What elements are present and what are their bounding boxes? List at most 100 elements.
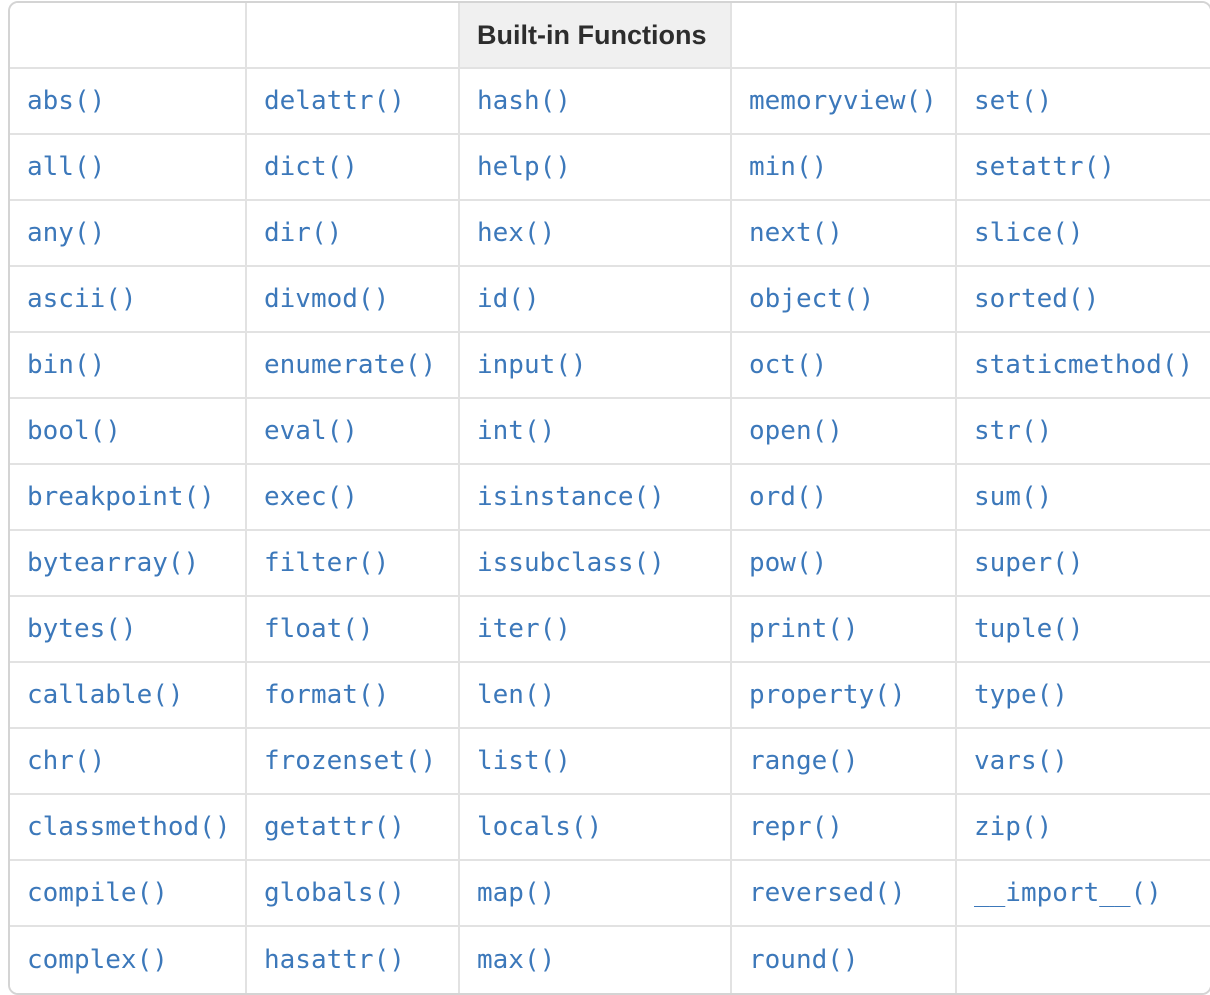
function-link-bin[interactable]: bin() xyxy=(27,350,106,380)
function-link-open[interactable]: open() xyxy=(749,416,843,446)
function-link-min[interactable]: min() xyxy=(749,152,828,182)
function-link-str[interactable]: str() xyxy=(974,416,1053,446)
function-cell: breakpoint() xyxy=(10,465,247,531)
function-cell: eval() xyxy=(247,399,460,465)
function-link-next[interactable]: next() xyxy=(749,218,843,248)
function-link-staticmethod[interactable]: staticmethod() xyxy=(974,350,1194,380)
function-link-sum[interactable]: sum() xyxy=(974,482,1053,512)
function-link-hasattr[interactable]: hasattr() xyxy=(264,945,405,975)
function-link-memoryview[interactable]: memoryview() xyxy=(749,86,937,116)
function-cell: dict() xyxy=(247,135,460,201)
function-link-property[interactable]: property() xyxy=(749,680,906,710)
function-link-bool[interactable]: bool() xyxy=(27,416,121,446)
table-title: Built-in Functions xyxy=(460,3,732,69)
function-link-round[interactable]: round() xyxy=(749,945,859,975)
function-cell xyxy=(957,927,1210,993)
function-link-ascii[interactable]: ascii() xyxy=(27,284,137,314)
function-cell: int() xyxy=(460,399,732,465)
function-link-super[interactable]: super() xyxy=(974,548,1084,578)
function-cell: memoryview() xyxy=(732,69,957,135)
function-link-bytes[interactable]: bytes() xyxy=(27,614,137,644)
function-link-delattr[interactable]: delattr() xyxy=(264,86,405,116)
function-link-slice[interactable]: slice() xyxy=(974,218,1084,248)
function-cell: enumerate() xyxy=(247,333,460,399)
function-link-frozenset[interactable]: frozenset() xyxy=(264,746,437,776)
function-link-setattr[interactable]: setattr() xyxy=(974,152,1115,182)
function-cell: round() xyxy=(732,927,957,993)
function-cell: frozenset() xyxy=(247,729,460,795)
function-link-callable[interactable]: callable() xyxy=(27,680,184,710)
function-link-pow[interactable]: pow() xyxy=(749,548,828,578)
function-cell: str() xyxy=(957,399,1210,465)
function-link-help[interactable]: help() xyxy=(477,152,571,182)
function-link-issubclass[interactable]: issubclass() xyxy=(477,548,665,578)
function-cell: next() xyxy=(732,201,957,267)
function-cell: isinstance() xyxy=(460,465,732,531)
function-link-enumerate[interactable]: enumerate() xyxy=(264,350,437,380)
function-link-hex[interactable]: hex() xyxy=(477,218,556,248)
function-link-zip[interactable]: zip() xyxy=(974,812,1053,842)
function-link-exec[interactable]: exec() xyxy=(264,482,358,512)
table-row: any() dir() hex() next() slice() xyxy=(10,201,1210,267)
function-cell: help() xyxy=(460,135,732,201)
table-row: bin() enumerate() input() oct() staticme… xyxy=(10,333,1210,399)
function-link-format[interactable]: format() xyxy=(264,680,390,710)
function-link-int[interactable]: int() xyxy=(477,416,556,446)
function-link-sorted[interactable]: sorted() xyxy=(974,284,1100,314)
function-link-oct[interactable]: oct() xyxy=(749,350,828,380)
function-link-ord[interactable]: ord() xyxy=(749,482,828,512)
function-link-id[interactable]: id() xyxy=(477,284,540,314)
function-link-breakpoint[interactable]: breakpoint() xyxy=(27,482,215,512)
function-link-bytearray[interactable]: bytearray() xyxy=(27,548,200,578)
function-link-locals[interactable]: locals() xyxy=(477,812,603,842)
function-link-filter[interactable]: filter() xyxy=(264,548,390,578)
function-link-any[interactable]: any() xyxy=(27,218,106,248)
function-cell: min() xyxy=(732,135,957,201)
function-cell: sum() xyxy=(957,465,1210,531)
function-cell: divmod() xyxy=(247,267,460,333)
function-cell: all() xyxy=(10,135,247,201)
function-link-dict[interactable]: dict() xyxy=(264,152,358,182)
function-cell: pow() xyxy=(732,531,957,597)
function-link-len[interactable]: len() xyxy=(477,680,556,710)
function-cell: hash() xyxy=(460,69,732,135)
function-link-object[interactable]: object() xyxy=(749,284,875,314)
function-cell: reversed() xyxy=(732,861,957,927)
function-link-reversed[interactable]: reversed() xyxy=(749,878,906,908)
function-cell: callable() xyxy=(10,663,247,729)
function-link-max[interactable]: max() xyxy=(477,945,556,975)
function-link-hash[interactable]: hash() xyxy=(477,86,571,116)
function-link-getattr[interactable]: getattr() xyxy=(264,812,405,842)
function-link-tuple[interactable]: tuple() xyxy=(974,614,1084,644)
function-link-divmod[interactable]: divmod() xyxy=(264,284,390,314)
function-cell: sorted() xyxy=(957,267,1210,333)
function-cell: setattr() xyxy=(957,135,1210,201)
function-link-print[interactable]: print() xyxy=(749,614,859,644)
function-cell: locals() xyxy=(460,795,732,861)
function-cell: any() xyxy=(10,201,247,267)
function-link-all[interactable]: all() xyxy=(27,152,106,182)
function-link-iter[interactable]: iter() xyxy=(477,614,571,644)
function-link-isinstance[interactable]: isinstance() xyxy=(477,482,665,512)
function-link-type[interactable]: type() xyxy=(974,680,1068,710)
function-link-dir[interactable]: dir() xyxy=(264,218,343,248)
function-link-range[interactable]: range() xyxy=(749,746,859,776)
function-link-repr[interactable]: repr() xyxy=(749,812,843,842)
function-link-map[interactable]: map() xyxy=(477,878,556,908)
function-link-__import__[interactable]: __import__() xyxy=(974,878,1162,908)
function-link-complex[interactable]: complex() xyxy=(27,945,168,975)
function-link-compile[interactable]: compile() xyxy=(27,878,168,908)
function-link-chr[interactable]: chr() xyxy=(27,746,106,776)
function-link-eval[interactable]: eval() xyxy=(264,416,358,446)
function-link-globals[interactable]: globals() xyxy=(264,878,405,908)
function-link-abs[interactable]: abs() xyxy=(27,86,106,116)
function-link-float[interactable]: float() xyxy=(264,614,374,644)
function-cell: super() xyxy=(957,531,1210,597)
function-link-vars[interactable]: vars() xyxy=(974,746,1068,776)
function-cell: object() xyxy=(732,267,957,333)
function-link-list[interactable]: list() xyxy=(477,746,571,776)
function-link-input[interactable]: input() xyxy=(477,350,587,380)
table-row: ascii() divmod() id() object() sorted() xyxy=(10,267,1210,333)
function-link-set[interactable]: set() xyxy=(974,86,1053,116)
function-link-classmethod[interactable]: classmethod() xyxy=(27,812,231,842)
